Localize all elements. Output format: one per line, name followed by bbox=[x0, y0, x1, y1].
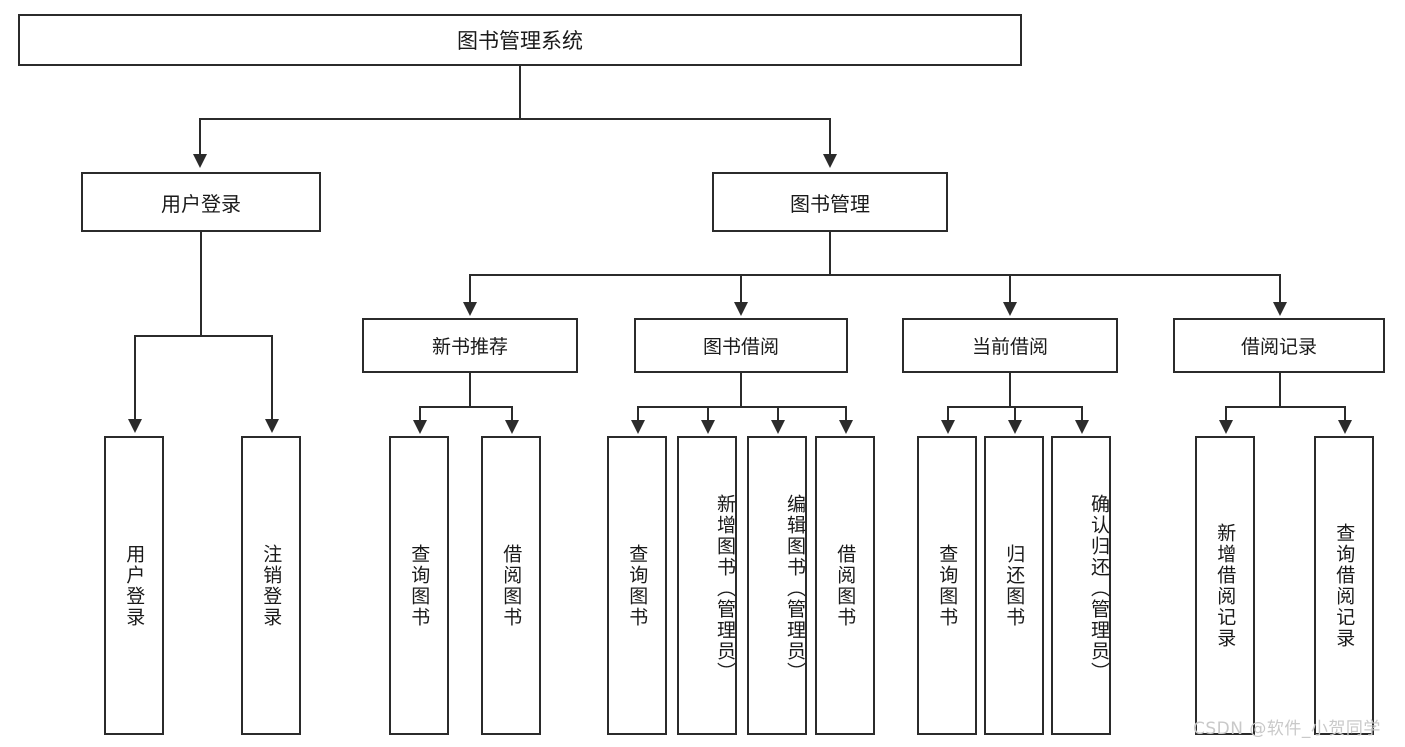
arrowhead-bb-to-leaf-3 bbox=[771, 420, 785, 434]
leaf-confirm-return-admin[interactable]: 确认归还（管理员） bbox=[1051, 436, 1111, 735]
leaf-query-book-recommend[interactable]: 查询图书 bbox=[389, 436, 449, 735]
node-current-borrow[interactable]: 当前借阅 bbox=[902, 318, 1118, 373]
arrowhead-cb-to-leaf-1 bbox=[941, 420, 955, 434]
leaf-borrow-book-recommend[interactable]: 借阅图书 bbox=[481, 436, 541, 735]
connector-bm-to-new-book bbox=[469, 274, 471, 304]
node-label: 查询图书 bbox=[936, 543, 959, 628]
node-label: 借阅图书 bbox=[500, 543, 523, 628]
connector-root-to-book-management bbox=[829, 118, 831, 156]
node-label: 用户登录 bbox=[123, 543, 146, 628]
connector-cb-to-leaf-3 bbox=[1081, 406, 1083, 422]
node-new-book-recommend[interactable]: 新书推荐 bbox=[362, 318, 578, 373]
connector-bb-to-leaf-4 bbox=[845, 406, 847, 422]
connector-user-login-bar bbox=[134, 335, 272, 337]
connector-br-to-leaf-1 bbox=[1225, 406, 1227, 422]
arrowhead-bm-to-new-book bbox=[463, 302, 477, 316]
arrowhead-bb-to-leaf-4 bbox=[839, 420, 853, 434]
connector-root-stem bbox=[519, 66, 521, 118]
arrowhead-root-to-book-management bbox=[823, 154, 837, 168]
node-book-borrow[interactable]: 图书借阅 bbox=[634, 318, 848, 373]
arrowhead-root-to-user-login bbox=[193, 154, 207, 168]
leaf-user-login[interactable]: 用户登录 bbox=[104, 436, 164, 735]
connector-bm-to-book-borrow bbox=[740, 274, 742, 304]
arrowhead-nb-to-leaf-2 bbox=[505, 420, 519, 434]
node-label: 新书推荐 bbox=[431, 336, 508, 358]
leaf-add-borrow-record[interactable]: 新增借阅记录 bbox=[1195, 436, 1255, 735]
node-user-login[interactable]: 用户登录 bbox=[81, 172, 321, 232]
connector-br-to-leaf-2 bbox=[1344, 406, 1346, 422]
node-label: 图书借阅 bbox=[702, 336, 779, 358]
arrowhead-cb-to-leaf-3 bbox=[1075, 420, 1089, 434]
connector-book-management-bar bbox=[469, 274, 1281, 276]
node-label: 注销登录 bbox=[260, 543, 283, 628]
connector-bb-to-leaf-3 bbox=[777, 406, 779, 422]
leaf-add-book-admin[interactable]: 新增图书（管理员） bbox=[677, 436, 737, 735]
arrowhead-cb-to-leaf-2 bbox=[1008, 420, 1022, 434]
connector-bm-to-borrow-record bbox=[1279, 274, 1281, 304]
arrowhead-bm-to-borrow-record bbox=[1273, 302, 1287, 316]
connector-current-borrow-stem bbox=[1009, 373, 1011, 406]
leaf-logout[interactable]: 注销登录 bbox=[241, 436, 301, 735]
leaf-return-book[interactable]: 归还图书 bbox=[984, 436, 1044, 735]
connector-new-book-bar bbox=[419, 406, 512, 408]
node-root-book-management-system[interactable]: 图书管理系统 bbox=[18, 14, 1022, 66]
connector-root-to-user-login bbox=[199, 118, 201, 156]
node-label: 图书管理 bbox=[790, 191, 870, 216]
connector-book-borrow-stem bbox=[740, 373, 742, 406]
connector-book-borrow-bar bbox=[637, 406, 845, 408]
node-label: 新增图书（管理员） bbox=[714, 494, 736, 683]
node-label: 查询图书 bbox=[626, 543, 649, 628]
connector-nb-to-leaf-2 bbox=[511, 406, 513, 422]
connector-bm-to-current-borrow bbox=[1009, 274, 1011, 304]
node-label: 新增借阅记录 bbox=[1214, 522, 1237, 649]
arrowhead-bb-to-leaf-1 bbox=[631, 420, 645, 434]
node-label: 用户登录 bbox=[161, 191, 241, 216]
arrowhead-user-login-to-leaf-1 bbox=[128, 419, 142, 433]
arrowhead-bm-to-current-borrow bbox=[1003, 302, 1017, 316]
node-label: 查询借阅记录 bbox=[1333, 522, 1356, 649]
leaf-query-book-current[interactable]: 查询图书 bbox=[917, 436, 977, 735]
connector-cb-to-leaf-2 bbox=[1014, 406, 1016, 422]
connector-cb-to-leaf-1 bbox=[947, 406, 949, 422]
node-label: 编辑图书（管理员） bbox=[784, 494, 806, 683]
arrowhead-br-to-leaf-2 bbox=[1338, 420, 1352, 434]
node-label: 查询图书 bbox=[408, 543, 431, 628]
node-label: 确认归还（管理员） bbox=[1088, 494, 1110, 683]
connector-root-bar bbox=[199, 118, 831, 120]
connector-borrow-record-bar bbox=[1225, 406, 1345, 408]
arrowhead-br-to-leaf-1 bbox=[1219, 420, 1233, 434]
node-label: 当前借阅 bbox=[971, 336, 1048, 358]
connector-borrow-record-stem bbox=[1279, 373, 1281, 406]
leaf-query-borrow-record[interactable]: 查询借阅记录 bbox=[1314, 436, 1374, 735]
connector-new-book-stem bbox=[469, 373, 471, 406]
node-book-management[interactable]: 图书管理 bbox=[712, 172, 948, 232]
node-label: 归还图书 bbox=[1003, 543, 1026, 628]
connector-bb-to-leaf-2 bbox=[707, 406, 709, 422]
connector-book-management-stem bbox=[829, 232, 831, 274]
leaf-query-book-borrow[interactable]: 查询图书 bbox=[607, 436, 667, 735]
connector-nb-to-leaf-1 bbox=[419, 406, 421, 422]
watermark-text: CSDN @软件_小贺同学 bbox=[1193, 719, 1381, 739]
leaf-borrow-book[interactable]: 借阅图书 bbox=[815, 436, 875, 735]
node-label: 借阅图书 bbox=[834, 543, 857, 628]
connector-user-login-to-leaf-1 bbox=[134, 335, 136, 421]
arrowhead-user-login-to-leaf-2 bbox=[265, 419, 279, 433]
node-label: 图书管理系统 bbox=[457, 29, 583, 53]
connector-bb-to-leaf-1 bbox=[637, 406, 639, 422]
arrowhead-bm-to-book-borrow bbox=[734, 302, 748, 316]
connector-user-login-to-leaf-2 bbox=[271, 335, 273, 421]
arrowhead-nb-to-leaf-1 bbox=[413, 420, 427, 434]
leaf-edit-book-admin[interactable]: 编辑图书（管理员） bbox=[747, 436, 807, 735]
node-label: 借阅记录 bbox=[1240, 336, 1317, 358]
node-borrow-record[interactable]: 借阅记录 bbox=[1173, 318, 1385, 373]
connector-user-login-stem bbox=[200, 232, 202, 335]
arrowhead-bb-to-leaf-2 bbox=[701, 420, 715, 434]
